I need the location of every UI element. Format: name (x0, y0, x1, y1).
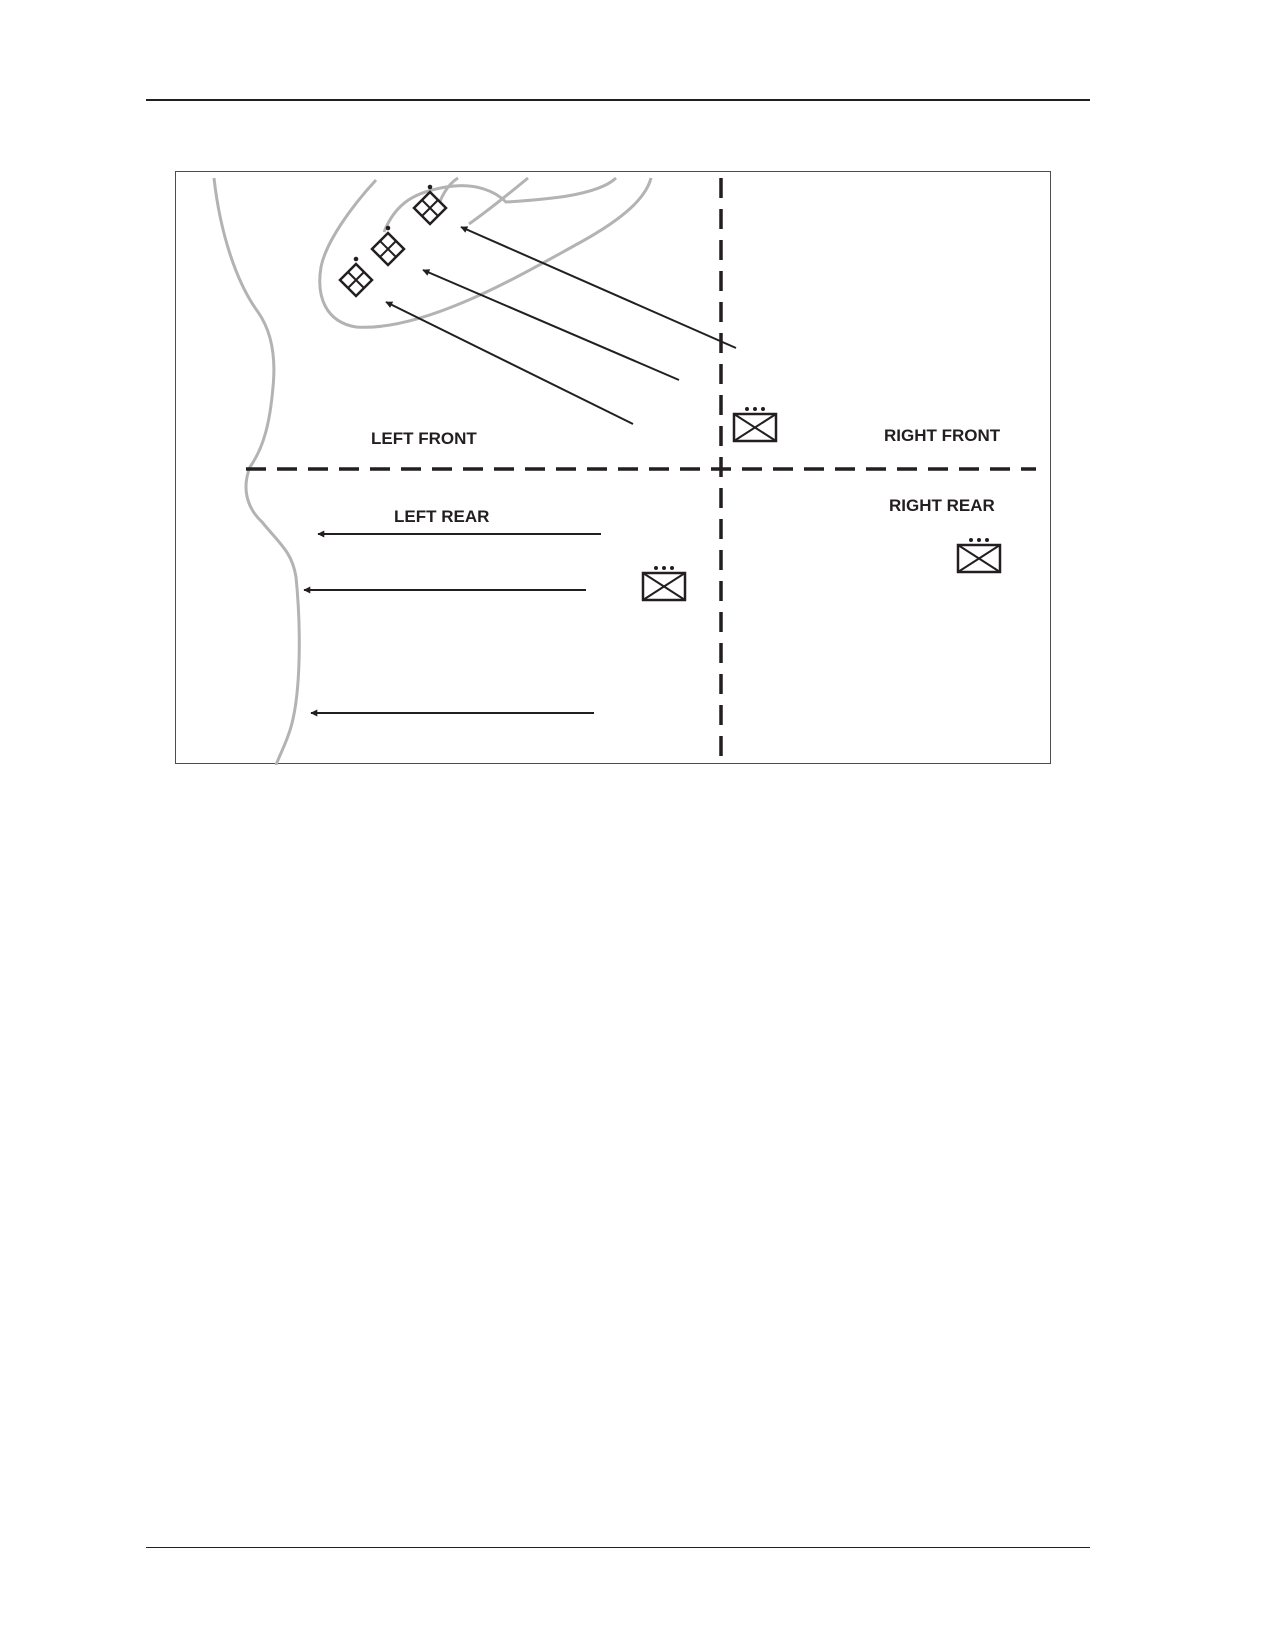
label-left-rear: LEFT REAR (394, 507, 489, 526)
label-left-front: LEFT FRONT (371, 429, 477, 448)
hill-contour-outer (318, 177, 653, 329)
enemy-position-icon (338, 256, 374, 298)
sector-diagram: LEFT FRONT RIGHT FRONT LEFT REAR RIGHT R… (175, 171, 1051, 765)
hill-contour-middle (382, 176, 618, 233)
label-right-front: RIGHT FRONT (884, 426, 1001, 445)
footer-rule (146, 1547, 1090, 1548)
friendly-unit-icon (641, 566, 687, 602)
arrow-front-lower (385, 301, 634, 425)
enemy-position-icon (412, 184, 448, 226)
river-bank-line (212, 177, 301, 765)
arrow-front-upper (460, 226, 737, 349)
arrow-front-middle (422, 269, 680, 381)
friendly-unit-icon (732, 407, 778, 443)
label-right-rear: RIGHT REAR (889, 496, 995, 515)
friendly-unit-icon (956, 538, 1002, 574)
enemy-position-icon (370, 225, 406, 267)
header-rule (146, 99, 1090, 101)
sector-diagram-canvas: LEFT FRONT RIGHT FRONT LEFT REAR RIGHT R… (212, 176, 1036, 765)
